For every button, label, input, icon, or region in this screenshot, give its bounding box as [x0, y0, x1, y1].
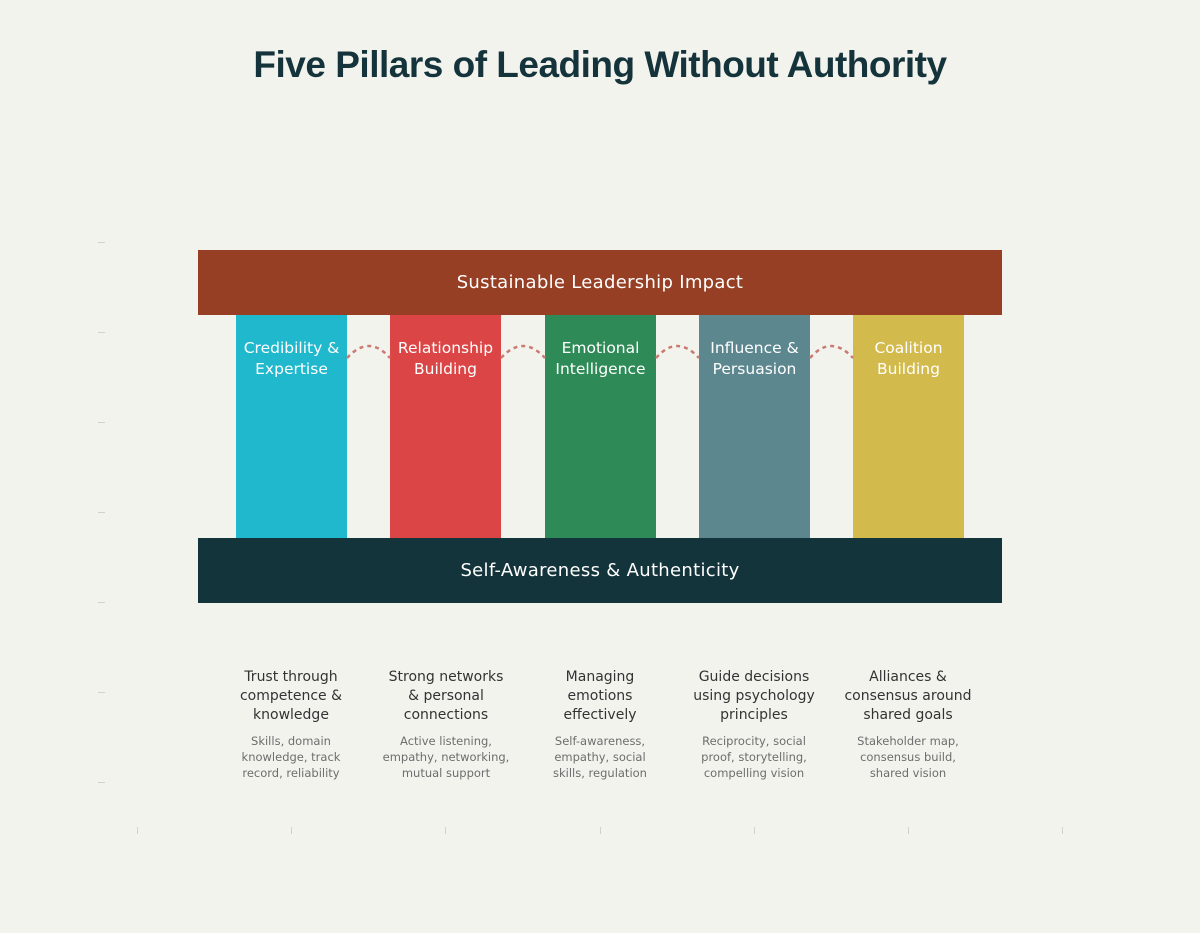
pillar-description: Guide decisions using psychology princip… — [679, 668, 829, 781]
pillar-emotional-intelligence: Emotional Intelligence — [545, 315, 656, 539]
roof-label: Sustainable Leadership Impact — [456, 272, 744, 293]
connector-arc — [655, 344, 700, 359]
pillar-description: Strong networks & personal connections A… — [371, 668, 521, 781]
description-heading: Guide decisions using psychology princip… — [693, 669, 815, 723]
page-title: Five Pillars of Leading Without Authorit… — [253, 44, 947, 85]
description-heading: Alliances & consensus around shared goal… — [844, 669, 972, 723]
description-heading: Trust through competence & knowledge — [239, 669, 343, 723]
connector-arc — [346, 344, 391, 359]
description-detail: Reciprocity, social proof, storytelling,… — [701, 734, 807, 780]
connector-arc — [809, 344, 854, 359]
x-tick — [908, 827, 909, 834]
pillar-label: Credibility & Expertise — [243, 339, 340, 378]
foundation-beam: Self-Awareness & Authenticity — [198, 538, 1002, 603]
pillar-coalition: Coalition Building — [853, 315, 964, 539]
pillar-label: Relationship Building — [397, 339, 494, 378]
pillar-label: Emotional Intelligence — [555, 339, 646, 378]
y-tick — [98, 602, 105, 603]
pillar-description: Alliances & consensus around shared goal… — [833, 668, 983, 781]
y-tick — [98, 692, 105, 693]
description-detail: Active listening, empathy, networking, m… — [382, 734, 510, 780]
pillar-label: Coalition Building — [874, 339, 943, 378]
description-detail: Skills, domain knowledge, track record, … — [241, 734, 341, 780]
pillar-description: Managing emotions effectively Self-aware… — [525, 668, 675, 781]
pillar-description: Trust through competence & knowledge Ski… — [216, 668, 366, 781]
connector-arc — [500, 344, 546, 359]
roof-beam: Sustainable Leadership Impact — [198, 250, 1002, 315]
foundation-label: Self-Awareness & Authenticity — [460, 560, 740, 581]
description-heading: Strong networks & personal connections — [388, 669, 504, 723]
y-tick — [98, 332, 105, 333]
x-tick — [445, 827, 446, 834]
x-tick — [1062, 827, 1063, 834]
pillar-credibility: Credibility & Expertise — [236, 315, 347, 539]
pillar-label: Influence & Persuasion — [710, 339, 799, 378]
x-tick — [291, 827, 292, 834]
x-tick — [754, 827, 755, 834]
pillar-relationship: Relationship Building — [390, 315, 501, 539]
y-tick — [98, 782, 105, 783]
y-tick — [98, 242, 105, 243]
pillar-influence: Influence & Persuasion — [699, 315, 810, 539]
description-heading: Managing emotions effectively — [563, 669, 637, 723]
x-tick — [600, 827, 601, 834]
x-tick — [137, 827, 138, 834]
description-detail: Self-awareness, empathy, social skills, … — [553, 734, 647, 780]
y-tick — [98, 422, 105, 423]
y-tick — [98, 512, 105, 513]
description-detail: Stakeholder map, consensus build, shared… — [857, 734, 959, 780]
